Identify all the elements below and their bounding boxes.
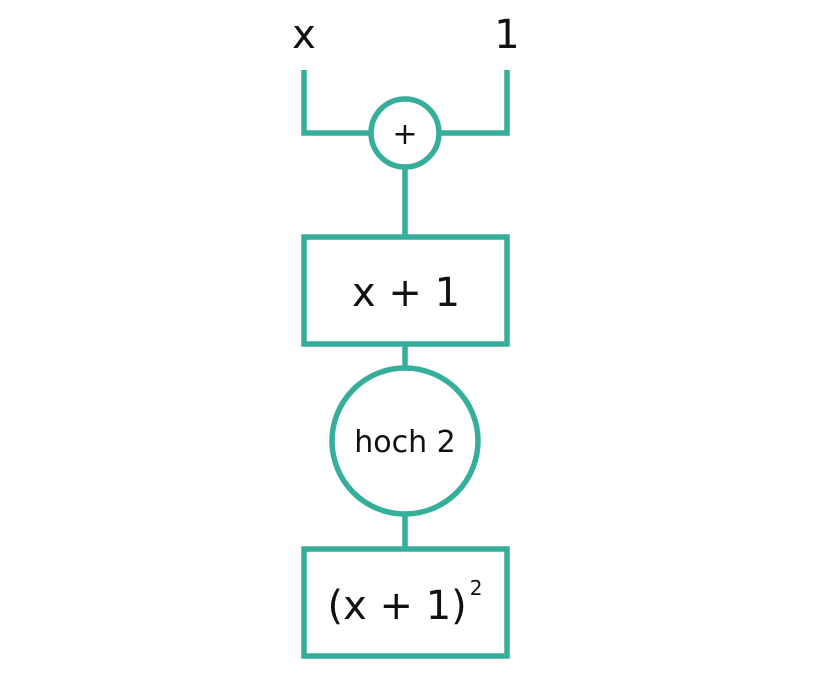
result-box xyxy=(301,546,510,659)
square-operator-label: hoch 2 xyxy=(354,425,456,460)
connector-input-1 xyxy=(439,70,510,136)
result-label: (x + 1) xyxy=(327,583,466,629)
input-x-label: x xyxy=(292,12,316,58)
sum-label: x + 1 xyxy=(352,270,460,316)
connector-input-x xyxy=(301,70,371,136)
plus-operator-label: + xyxy=(392,117,417,152)
input-1-label: 1 xyxy=(494,12,519,58)
result-formula: (x + 1)2 xyxy=(327,576,482,629)
result-exponent: 2 xyxy=(470,576,483,600)
